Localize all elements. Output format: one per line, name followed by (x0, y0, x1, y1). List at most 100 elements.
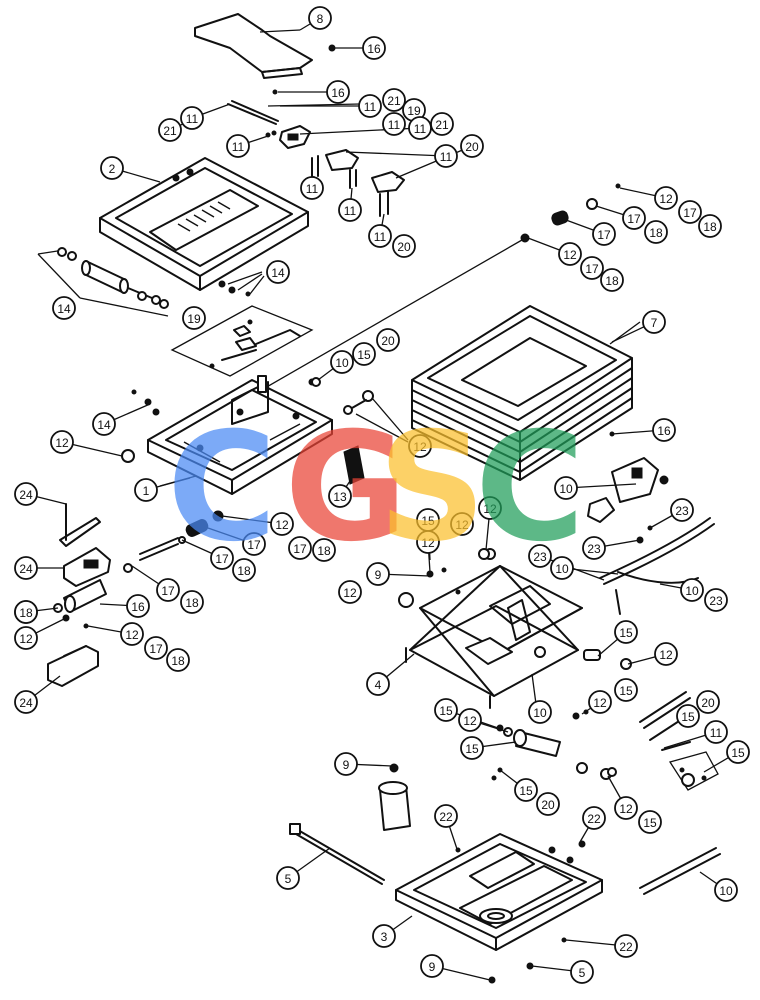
callout-c10e: 10 (528, 700, 552, 724)
callout-c20d: 20 (696, 690, 720, 714)
callout-c10f: 10 (714, 878, 738, 902)
callout-label: 24 (19, 696, 33, 710)
callout-label: 12 (421, 536, 435, 550)
callout-label: 16 (367, 42, 381, 56)
callout-c12h: 12 (416, 530, 440, 554)
callout-c1: 1 (134, 478, 158, 502)
callout-c17i: 17 (144, 636, 168, 660)
callout-circle (588, 690, 612, 714)
callout-c18b: 18 (644, 220, 668, 244)
part-upper-seat-frame (99, 157, 309, 291)
callout-circle (242, 532, 266, 556)
callout-circle (514, 778, 538, 802)
callout-label: 16 (657, 424, 671, 438)
callout-circle (420, 954, 444, 978)
callout-c10c: 10 (550, 556, 574, 580)
callout-circle (434, 804, 458, 828)
callout-circle (408, 434, 432, 458)
callout-label: 12 (563, 248, 577, 262)
callout-circle (352, 342, 376, 366)
callout-circle (654, 186, 678, 210)
leader-c20a (395, 145, 473, 179)
callout-c12d: 12 (408, 434, 432, 458)
callout-label: 15 (357, 348, 371, 362)
callout-c20c: 20 (376, 328, 400, 352)
callout-c8: 8 (308, 6, 332, 30)
callout-c16d: 16 (126, 594, 150, 618)
callout-c17c: 17 (592, 222, 616, 246)
callout-circle (50, 430, 74, 454)
callout-label: 7 (651, 316, 658, 330)
callout-c11h: 11 (338, 198, 362, 222)
callout-c15a: 15 (352, 342, 376, 366)
callout-circle (276, 866, 300, 890)
callout-c20b: 20 (392, 234, 416, 258)
callout-c24c: 24 (14, 690, 38, 714)
callout-circle (528, 544, 552, 568)
callout-circle (622, 206, 646, 230)
callout-label: 15 (681, 710, 695, 724)
callout-label: 17 (585, 262, 599, 276)
callout-circle (334, 752, 358, 776)
callout-circle (156, 578, 180, 602)
callout-c20e: 20 (536, 792, 560, 816)
callout-circle (232, 558, 256, 582)
callout-circle (134, 478, 158, 502)
callout-label: 23 (587, 542, 601, 556)
callout-label: 19 (187, 312, 201, 326)
callout-circle (358, 94, 382, 118)
callout-c12f: 12 (450, 512, 474, 536)
callout-label: 23 (675, 504, 689, 518)
callout-label: 17 (215, 552, 229, 566)
callout-c18a: 18 (698, 214, 722, 238)
callout-circle (592, 222, 616, 246)
callout-label: 18 (703, 220, 717, 234)
callout-label: 13 (333, 490, 347, 504)
callout-label: 15 (643, 816, 657, 830)
callout-c21c: 21 (430, 112, 454, 136)
callout-c18i: 18 (166, 648, 190, 672)
callout-c10a: 10 (330, 350, 354, 374)
part-base-plate (395, 833, 603, 984)
callout-c4: 4 (366, 672, 390, 696)
callout-circle (416, 530, 440, 554)
callout-label: 11 (364, 100, 377, 114)
callout-c15f: 15 (676, 704, 700, 728)
callout-circle (180, 106, 204, 130)
callout-label: 12 (19, 632, 33, 646)
callout-circle (366, 672, 390, 696)
leader-c11f (345, 151, 447, 157)
callout-label: 17 (149, 642, 163, 656)
callout-label: 8 (317, 12, 324, 26)
callout-c12e: 12 (270, 512, 294, 536)
callout-circle (536, 792, 560, 816)
callout-c11a: 11 (180, 106, 204, 130)
callout-c11c: 11 (382, 112, 406, 136)
watermark-letter: G (284, 401, 407, 575)
callout-c11e: 11 (408, 116, 432, 140)
callout-label: 24 (19, 488, 33, 502)
callout-c12n: 12 (458, 708, 482, 732)
callout-circle (638, 810, 662, 834)
callout-circle (570, 960, 594, 984)
callout-label: 23 (709, 594, 723, 608)
callout-label: 20 (381, 334, 395, 348)
callout-label: 21 (163, 124, 177, 138)
callout-c15j: 15 (638, 810, 662, 834)
callout-circle (528, 700, 552, 724)
watermark-letter: C (475, 401, 585, 575)
callout-circle (614, 678, 638, 702)
callout-label: 19 (407, 104, 421, 118)
part-roller-assembly (37, 247, 265, 317)
callout-c16c: 16 (652, 418, 676, 442)
callout-circle (182, 306, 206, 330)
callout-c17a: 17 (678, 200, 702, 224)
callout-circle (14, 626, 38, 650)
part-spring-top (551, 183, 621, 226)
part-left-brackets (47, 503, 111, 687)
part-lower-seat-frame (147, 375, 333, 495)
callout-label: 11 (232, 140, 245, 154)
callout-label: 12 (343, 586, 357, 600)
